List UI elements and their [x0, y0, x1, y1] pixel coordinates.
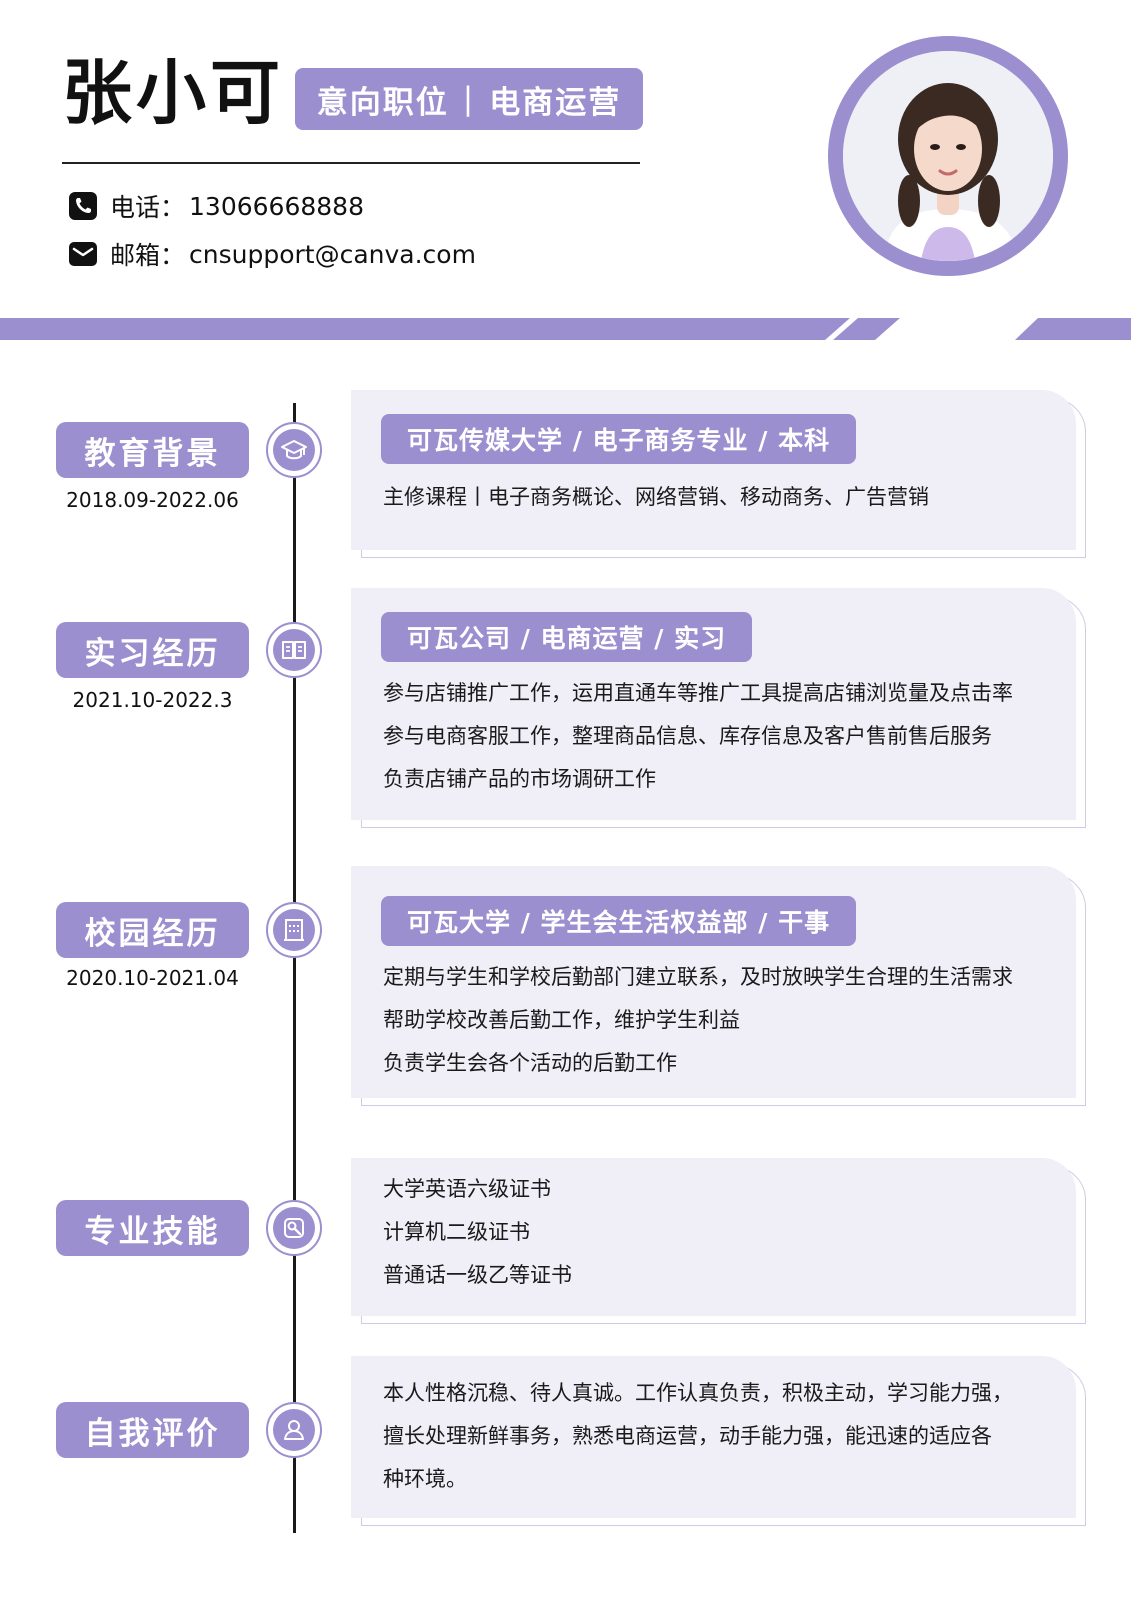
skill-item: 计算机二级证书 — [383, 1220, 530, 1244]
education-node — [266, 422, 322, 478]
internship-line: 参与店铺推广工作，运用直通车等推广工具提高店铺浏览量及点击率 — [383, 681, 1013, 705]
education-detail: 主修课程丨电子商务概论、网络营销、移动商务、广告营销 — [383, 485, 929, 509]
header-divider — [62, 162, 640, 164]
internship-line: 参与电商客服工作，整理商品信息、库存信息及客户售前售后服务 — [383, 724, 992, 748]
campus-card: 可瓦大学 / 学生会生活权益部 / 干事 定期与学生和学校后勤部门建立联系，及时… — [351, 866, 1086, 1106]
email-row: 邮箱： cnsupport@canva.com — [68, 236, 476, 272]
phone-icon — [69, 192, 97, 220]
internship-card-title: 可瓦公司 / 电商运营 / 实习 — [381, 612, 753, 662]
section-title-education: 教育背景 — [56, 422, 249, 478]
email-label: 邮箱： — [110, 241, 186, 270]
building-icon — [284, 919, 304, 941]
email-address: cnsupport@canva.com — [189, 239, 476, 269]
graduation-cap-icon — [281, 440, 307, 460]
section-title-internship: 实习经历 — [56, 622, 249, 678]
self-evaluation-card: 本人性格沉稳、待人真诚。工作认真负责，积极主动，学习能力强， 擅长处理新鲜事务，… — [351, 1356, 1086, 1526]
self-evaluation-line: 种环境。 — [383, 1467, 467, 1491]
internship-date: 2021.10-2022.3 — [72, 688, 233, 712]
self-evaluation-line: 擅长处理新鲜事务，熟悉电商运营，动手能力强，能迅速的适应各 — [383, 1424, 992, 1448]
internship-line: 负责店铺产品的市场调研工作 — [383, 767, 656, 791]
education-card-title: 可瓦传媒大学 / 电子商务专业 / 本科 — [381, 414, 857, 464]
skill-item: 普通话一级乙等证书 — [383, 1263, 572, 1287]
phone-row: 电话： 13066668888 — [68, 188, 364, 224]
campus-line: 定期与学生和学校后勤部门建立联系，及时放映学生合理的生活需求 — [383, 965, 1013, 989]
mail-icon — [69, 242, 97, 266]
campus-node — [266, 902, 322, 958]
avatar — [843, 51, 1053, 261]
wrench-icon — [284, 1218, 304, 1238]
person-icon — [284, 1420, 304, 1440]
job-intention-badge: 意向职位 | 电商运营 — [295, 68, 643, 130]
candidate-name: 张小可 — [62, 52, 284, 134]
campus-line: 负责学生会各个活动的后勤工作 — [383, 1051, 677, 1075]
internship-node — [266, 622, 322, 678]
book-icon — [282, 641, 306, 659]
section-title-campus: 校园经历 — [56, 902, 249, 958]
education-card: 可瓦传媒大学 / 电子商务专业 / 本科 主修课程丨电子商务概论、网络营销、移动… — [351, 390, 1086, 558]
internship-card: 可瓦公司 / 电商运营 / 实习 参与店铺推广工作，运用直通车等推广工具提高店铺… — [351, 588, 1086, 828]
section-title-self-evaluation: 自我评价 — [56, 1402, 249, 1458]
skills-card: 大学英语六级证书 计算机二级证书 普通话一级乙等证书 — [351, 1158, 1086, 1324]
avatar-frame — [828, 36, 1068, 276]
portrait-illustration — [843, 51, 1053, 261]
skills-node — [266, 1200, 322, 1256]
campus-line: 帮助学校改善后勤工作，维护学生利益 — [383, 1008, 740, 1032]
campus-date: 2020.10-2021.04 — [66, 966, 239, 990]
education-date: 2018.09-2022.06 — [66, 488, 239, 512]
campus-card-title: 可瓦大学 / 学生会生活权益部 / 干事 — [381, 896, 857, 946]
job-separator: | — [462, 81, 476, 117]
self-evaluation-node — [266, 1402, 322, 1458]
skill-item: 大学英语六级证书 — [383, 1177, 551, 1201]
self-evaluation-line: 本人性格沉稳、待人真诚。工作认真负责，积极主动，学习能力强， — [383, 1381, 1013, 1405]
timeline-line — [293, 403, 296, 1533]
phone-number: 13066668888 — [189, 191, 364, 221]
decorative-band — [0, 318, 1131, 340]
job-label: 意向职位 — [316, 84, 449, 121]
section-title-skills: 专业技能 — [56, 1200, 249, 1256]
job-value: 电商运营 — [489, 84, 622, 121]
phone-label: 电话： — [110, 193, 186, 222]
